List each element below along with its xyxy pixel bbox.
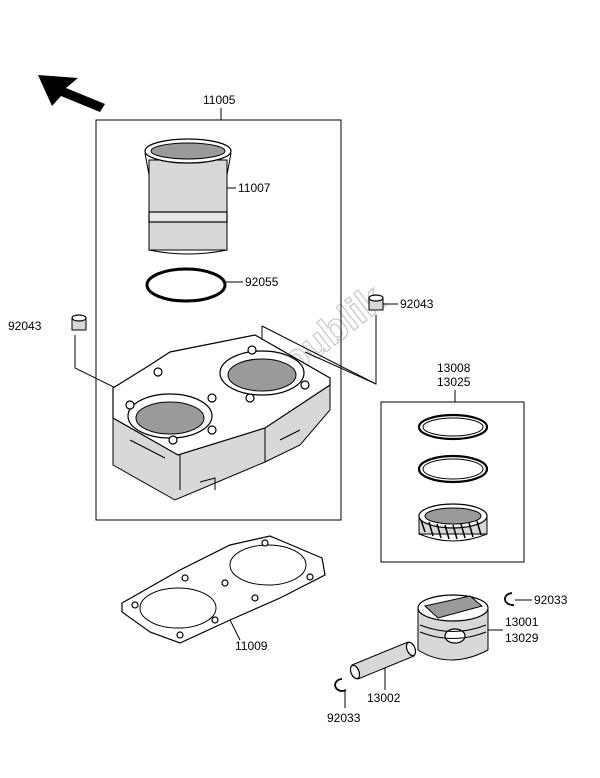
label-dowel-right: 92043 (400, 297, 434, 311)
label-ring-set-b: 13025 (437, 375, 471, 389)
label-circlip-right: 92033 (534, 593, 568, 607)
cylinder-liner[interactable] (144, 138, 232, 255)
piston-pin[interactable] (349, 641, 418, 680)
dowel-pin-left[interactable] (71, 314, 87, 331)
o-ring[interactable] (145, 267, 227, 303)
piston-pin-circlip-right[interactable] (504, 592, 515, 606)
label-piston-b: 13029 (505, 631, 539, 645)
dowel-pin-right[interactable] (368, 294, 384, 311)
cylinder-assembly-frame (95, 108, 342, 521)
front-direction-arrow-icon (38, 75, 105, 112)
piston-ring-top[interactable] (417, 413, 489, 441)
piston-ring-set-frame (380, 390, 525, 563)
piston-pin-circlip-left[interactable] (334, 678, 347, 692)
label-circlip-left: 92033 (327, 711, 361, 725)
piston-oil-ring[interactable] (418, 503, 488, 542)
label-o-ring: 92055 (245, 275, 279, 289)
cylinder-block[interactable] (112, 326, 331, 501)
piston[interactable] (417, 594, 489, 661)
piston-ring-second[interactable] (417, 454, 489, 484)
label-piston-pin: 13002 (367, 691, 401, 705)
label-gasket: 11009 (235, 639, 268, 653)
label-dowel-left: 92043 (8, 319, 42, 333)
label-ring-set-a: 13008 (437, 361, 471, 375)
label-cylinder-liner: 11007 (238, 181, 271, 195)
cylinder-base-gasket[interactable] (121, 535, 326, 644)
label-cylinder-assembly: 11005 (203, 93, 236, 107)
label-piston-a: 13001 (505, 615, 539, 629)
